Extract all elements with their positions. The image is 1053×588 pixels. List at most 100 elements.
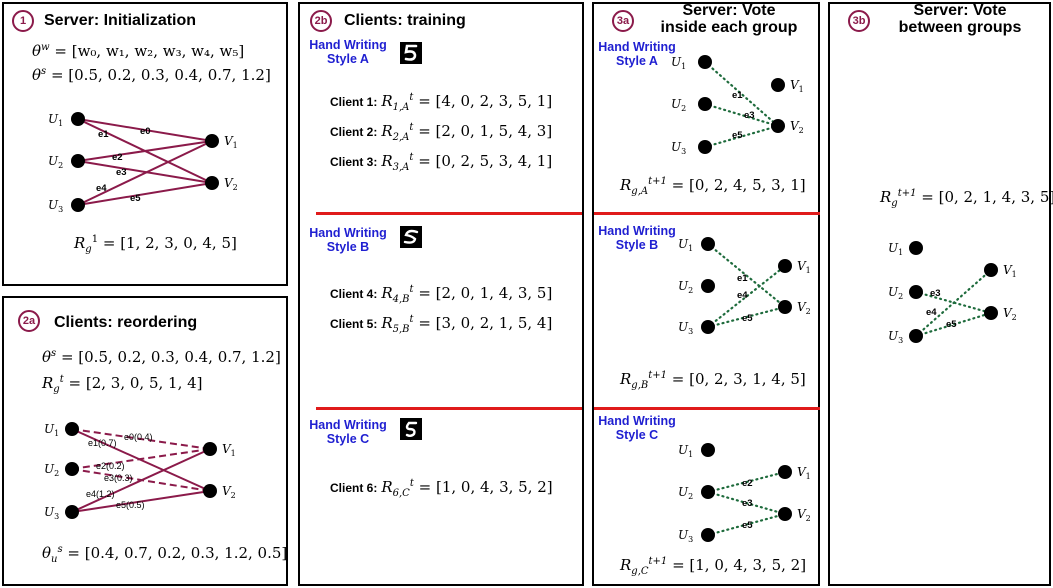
style-b-label: Hand Writing Style B xyxy=(598,224,676,252)
group-a-edge-label-e3: e3 xyxy=(744,110,755,121)
node-u2-label: U2 xyxy=(48,154,63,170)
group-c-edge-label-e3: e3 xyxy=(742,498,753,509)
edge-label-e4: e4(1.2) xyxy=(86,489,115,499)
group-b-node-u1 xyxy=(701,237,715,251)
node-u1 xyxy=(65,422,79,436)
final-node-u3-label: U3 xyxy=(888,329,903,345)
client-1-ranking: Client 1:R1,At = [4, 0, 2, 3, 5, 1] xyxy=(330,92,553,113)
panel-clients-training: 2b Clients: training Hand Writing Style … xyxy=(298,2,584,586)
group-a-node-u1 xyxy=(698,55,712,69)
group-divider xyxy=(594,407,820,410)
group-divider xyxy=(594,212,820,215)
client-4-ranking: Client 4:R4,Bt = [2, 0, 1, 4, 3, 5] xyxy=(330,284,553,305)
final-edge-label-e3: e3 xyxy=(930,288,941,299)
group-b-edge-label-e4: e4 xyxy=(737,290,748,301)
group-c-node-u2 xyxy=(701,485,715,499)
group-a-node-v2 xyxy=(771,119,785,133)
node-v1 xyxy=(205,134,219,148)
style-b-label: Hand Writing Style B xyxy=(309,226,387,254)
edge-label-e5: e5 xyxy=(130,193,141,204)
group-c-edge-label-e5: e5 xyxy=(742,520,753,531)
final-node-u2 xyxy=(909,285,923,299)
final-edge-e5 xyxy=(914,311,993,338)
edge-e0 xyxy=(71,428,211,450)
group-c-node-u2-label: U2 xyxy=(678,485,693,501)
final-global-ranking: Rgt+1 = [0, 2, 1, 4, 3, 5] xyxy=(880,188,1053,209)
group-a-node-u1-label: U1 xyxy=(671,55,686,71)
final-node-v2-label: V2 xyxy=(1003,306,1017,322)
client-6-ranking: Client 6:R6,Ct = [1, 0, 4, 3, 5, 2] xyxy=(330,478,553,499)
edge-e5 xyxy=(77,182,213,206)
group-a-node-v1-label: V1 xyxy=(790,78,804,94)
group-a-edge-label-e5: e5 xyxy=(732,130,743,141)
group-a-node-u2 xyxy=(698,97,712,111)
handwritten-digit-b-image xyxy=(400,226,422,248)
edge-label-e0: e0 xyxy=(140,126,151,137)
group-c-edge-label-e2: e2 xyxy=(742,478,753,489)
group-a-node-u3-label: U3 xyxy=(671,140,686,156)
node-u3 xyxy=(65,505,79,519)
edge-e2 xyxy=(77,140,213,162)
node-v1-label: V1 xyxy=(222,442,236,458)
client-3-ranking: Client 3:R3,At = [0, 2, 5, 3, 4, 1] xyxy=(330,152,553,173)
group-c-node-u3-label: U3 xyxy=(678,528,693,544)
group-c-edge-e2 xyxy=(706,470,787,494)
group-c-ranking: Rg,Ct+1 = [1, 0, 4, 3, 5, 2] xyxy=(620,556,807,577)
step-badge-2a: 2a xyxy=(18,310,40,332)
style-a-label: Hand Writing Style A xyxy=(309,38,387,66)
node-u3-label: U3 xyxy=(44,505,59,521)
final-edge-e4 xyxy=(914,268,993,338)
group-a-node-u2-label: U2 xyxy=(671,97,686,113)
group-c-node-v1 xyxy=(778,465,792,479)
theta-w-formula: θw = [w₀, w₁, w₂, w₃, w₄, w₅] xyxy=(32,42,245,60)
edge-label-e2: e2 xyxy=(112,152,123,163)
step-badge-3a: 3a xyxy=(612,10,634,32)
group-b-edge-label-e5: e5 xyxy=(742,313,753,324)
node-v2 xyxy=(203,484,217,498)
edge-label-e5: e5(0.5) xyxy=(116,500,145,510)
node-u2 xyxy=(71,154,85,168)
step-badge-1: 1 xyxy=(12,10,34,32)
group-b-ranking: Rg,Bt+1 = [0, 2, 3, 1, 4, 5] xyxy=(620,370,806,391)
group-a-node-u3 xyxy=(698,140,712,154)
node-u3 xyxy=(71,198,85,212)
final-node-u1 xyxy=(909,241,923,255)
final-edge-label-e5: e5 xyxy=(946,319,957,330)
edge-e2 xyxy=(71,448,211,470)
node-u1 xyxy=(71,112,85,126)
node-v2 xyxy=(205,176,219,190)
node-u3-label: U3 xyxy=(48,198,63,214)
group-b-node-u2-label: U2 xyxy=(678,279,693,295)
group-b-node-v2 xyxy=(778,300,792,314)
node-u2 xyxy=(65,462,79,476)
group-b-node-v1-label: V1 xyxy=(797,259,811,275)
group-b-edge-e5 xyxy=(706,305,787,329)
group-b-node-u2 xyxy=(701,279,715,293)
final-node-u1-label: U1 xyxy=(888,241,903,257)
edge-label-e3: e3(0.3) xyxy=(104,473,133,483)
group-divider xyxy=(316,407,582,410)
group-b-node-u1-label: U1 xyxy=(678,237,693,253)
group-c-edge-e3 xyxy=(706,490,787,516)
group-c-node-v2-label: V2 xyxy=(797,507,811,523)
edge-label-e2: e2(0.2) xyxy=(96,461,125,471)
theta-s-formula: θs = [0.5, 0.2, 0.3, 0.4, 0.7, 1.2] xyxy=(42,348,281,366)
group-a-edge-label-e1: e1 xyxy=(732,90,743,101)
global-ranking-formula: Rg1 = [1, 2, 3, 0, 4, 5] xyxy=(74,234,237,255)
edge-label-e0: e0(0.4) xyxy=(124,432,153,442)
style-a-label: Hand Writing Style A xyxy=(598,40,676,68)
edge-e4 xyxy=(77,140,213,206)
edge-e4 xyxy=(71,448,211,513)
group-a-edge-e3 xyxy=(703,102,780,128)
global-ranking-formula: Rgt = [2, 3, 0, 5, 1, 4] xyxy=(42,374,203,395)
style-c-label: Hand Writing Style C xyxy=(309,418,387,446)
edge-e0 xyxy=(77,118,213,142)
group-b-node-v1 xyxy=(778,259,792,273)
group-c-node-u3 xyxy=(701,528,715,542)
group-b-node-v2-label: V2 xyxy=(797,300,811,316)
client-2-ranking: Client 2:R2,At = [2, 0, 1, 5, 4, 3] xyxy=(330,122,553,143)
panel-title: Clients: reordering xyxy=(54,314,198,331)
